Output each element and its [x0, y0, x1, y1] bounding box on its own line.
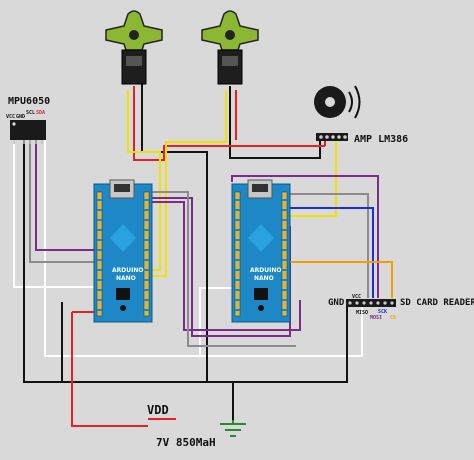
wires [13, 78, 393, 427]
mpu-pin-gnd: GND [16, 114, 25, 120]
ground-symbol-icon [220, 420, 246, 437]
sd-mosi-label: MOSI [370, 315, 382, 321]
amp-label: AMP LM386 [354, 134, 408, 145]
power-supply: VDD 7V 850MaH [147, 403, 216, 449]
mpu-pin-scl: SCL [26, 110, 35, 116]
servo-motor-icon [105, 10, 163, 85]
sd-gnd-label: GND [328, 298, 345, 308]
sd-cs-label: CS [390, 315, 396, 321]
wire-white-right-nano [199, 287, 232, 356]
sd-card-label: SD CARD READER [400, 298, 474, 308]
battery-label: 7V 850MaH [156, 436, 216, 449]
mpu-label: MPU6050 [8, 96, 50, 107]
buzzer [314, 85, 361, 119]
sd-miso-label: MISO [356, 310, 368, 316]
wire-black-top-bus [141, 78, 208, 290]
wire-purple-left-nano [148, 201, 301, 331]
nano-left-line2: NANO [116, 275, 136, 282]
servo-motor-left [105, 10, 163, 85]
wire-gray-mpu-scl [29, 140, 94, 263]
mpu-pin-vcc: VCC [6, 114, 15, 120]
nano-right-line1: ARDUINO [250, 267, 281, 274]
wire-white-mpu-vcc [13, 140, 112, 288]
mpu-pin-sda: SDA [36, 110, 45, 116]
wire-gray-left-right [148, 191, 296, 347]
wire-red-servo1 [133, 86, 325, 161]
wire-blue-mosi [288, 207, 374, 298]
wire-black-ground-main [23, 140, 233, 383]
wire-yellow-servo2 [148, 90, 227, 277]
wire-red-vdd [71, 312, 148, 427]
wire-white-vcc-bus [44, 300, 363, 357]
wire-black-servo2 [229, 86, 321, 159]
arduino-nano-left: ARDUINO NANO [93, 179, 153, 323]
sd-sck-label: SCK [378, 309, 387, 315]
servo-motor-icon [201, 10, 259, 85]
arduino-nano-right: ARDUINO NANO [231, 179, 291, 323]
wire-purple-mpu-sda [35, 140, 94, 251]
wire-gray-right-sd [288, 193, 369, 298]
wire-purple-right-top [231, 175, 379, 298]
sd-card-reader: VCC GND SD CARD READER MISO SCK MOSI CS [328, 294, 474, 321]
nano-right-line2: NANO [254, 275, 274, 282]
vdd-label: VDD [147, 403, 169, 417]
buzzer-icon [314, 85, 361, 119]
wire-orange-cs [288, 261, 393, 298]
amp-module: AMP LM386 [316, 133, 408, 145]
nano-left-line1: ARDUINO [112, 267, 143, 274]
wire-yellow-amp [288, 140, 337, 217]
wire-yellow-servo1 [127, 90, 161, 271]
sd-vcc-label: VCC [352, 294, 361, 300]
mpu6050-module: MPU6050 SCL SDA VCC GND [6, 96, 50, 144]
wire-black-sd [233, 300, 348, 383]
servo-motor-right [201, 10, 259, 85]
